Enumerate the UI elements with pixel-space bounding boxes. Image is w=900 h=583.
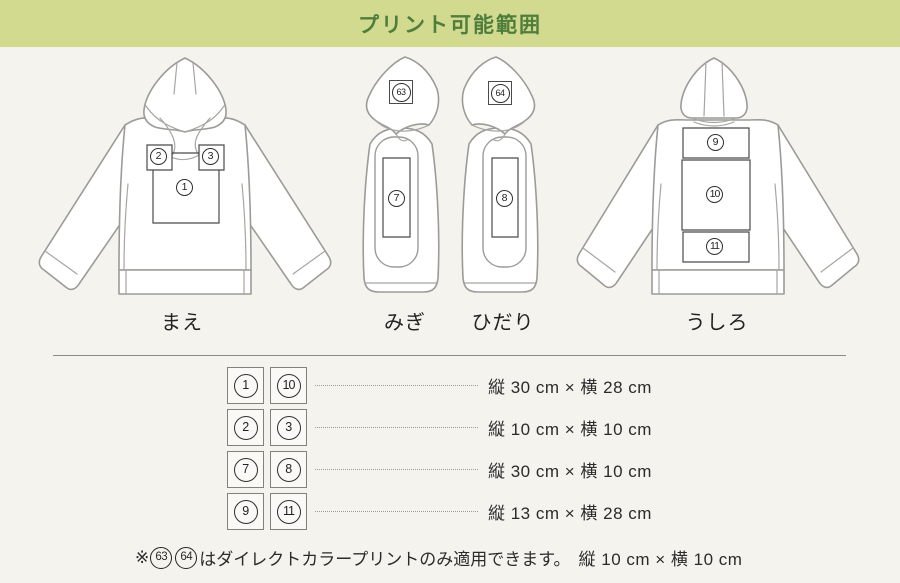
legend-badge-9: 9: [233, 499, 258, 524]
legend-square: 9: [227, 493, 264, 530]
legend-square: 7: [227, 451, 264, 488]
area-64-hood-badge: 64: [488, 81, 512, 105]
back-view-label: うしろ: [685, 312, 749, 334]
right-view-label: みぎ: [384, 312, 426, 334]
legend-badge-2: 2: [233, 415, 258, 440]
area-64-number: 64: [490, 83, 510, 103]
legend-row-3: 7 8 縦 30 cm × 横 10 cm: [227, 451, 652, 488]
back-view-drawing: [575, 56, 887, 304]
dotted-leader: [315, 511, 478, 512]
legend-badge-3: 3: [276, 415, 301, 440]
size-text-row-4: 縦 13 cm × 横 28 cm: [488, 504, 652, 523]
print-area-1-rect: [153, 153, 219, 223]
size-text-row-1: 縦 30 cm × 横 28 cm: [488, 378, 652, 397]
legend-row-2: 2 3 縦 10 cm × 横 10 cm: [227, 409, 652, 446]
area-9-badge: 9: [707, 134, 724, 151]
divider-line: [53, 355, 846, 356]
front-hoodie-outline: [39, 58, 330, 294]
legend-row-1: 1 10 縦 30 cm × 横 28 cm: [227, 367, 652, 404]
dotted-leader: [315, 469, 478, 470]
area-8-badge: 8: [496, 190, 513, 207]
legend-square: 3: [270, 409, 307, 446]
legend-badge-1: 1: [233, 373, 258, 398]
size-legend: 1 10 縦 30 cm × 横 28 cm 2 3 縦 10 cm × 横 1…: [227, 367, 652, 535]
footnote-text: はダイレクトカラープリントのみ適用できます。: [199, 550, 571, 569]
dotted-leader: [315, 385, 478, 386]
footnote-badge-63: 63: [150, 546, 173, 569]
legend-badge-11: 11: [276, 499, 301, 524]
area-63-number: 63: [391, 82, 411, 102]
area-3-badge: 3: [202, 148, 219, 165]
area-63-hood-badge: 63: [389, 80, 413, 104]
legend-badge-7: 7: [233, 457, 258, 482]
legend-square: 1: [227, 367, 264, 404]
left-view-label: ひだり: [471, 312, 535, 334]
front-view-drawing: [28, 56, 352, 304]
area-11-badge: 11: [706, 238, 723, 255]
size-text-row-2: 縦 10 cm × 横 10 cm: [488, 420, 652, 439]
area-2-badge: 2: [150, 148, 167, 165]
legend-square: 11: [270, 493, 307, 530]
page-title: プリント可能範囲: [358, 13, 542, 37]
legend-row-4: 9 11 縦 13 cm × 横 28 cm: [227, 493, 652, 530]
area-7-badge: 7: [388, 190, 405, 207]
size-text-row-3: 縦 30 cm × 横 10 cm: [488, 462, 652, 481]
legend-badge-8: 8: [276, 457, 301, 482]
legend-square: 10: [270, 367, 307, 404]
front-view-label: まえ: [161, 312, 203, 334]
legend-square: 2: [227, 409, 264, 446]
print-area-10-rect: [682, 160, 750, 230]
footnote-size: 縦 10 cm × 横 10 cm: [578, 550, 743, 569]
left-view-drawing: [450, 56, 546, 306]
footnote-badge-64: 64: [175, 546, 198, 569]
legend-square: 8: [270, 451, 307, 488]
footnote-asterisk: ※: [135, 547, 150, 567]
back-print-areas: [682, 128, 750, 262]
right-view-drawing: [355, 56, 451, 306]
header-bar: プリント可能範囲: [0, 0, 900, 47]
area-10-badge: 10: [706, 186, 723, 203]
legend-badge-10: 10: [276, 373, 301, 398]
footnote: ※ 63 64 はダイレクトカラープリントのみ適用できます。 縦 10 cm ×…: [135, 545, 742, 570]
dotted-leader: [315, 427, 478, 428]
area-1-badge: 1: [176, 179, 193, 196]
